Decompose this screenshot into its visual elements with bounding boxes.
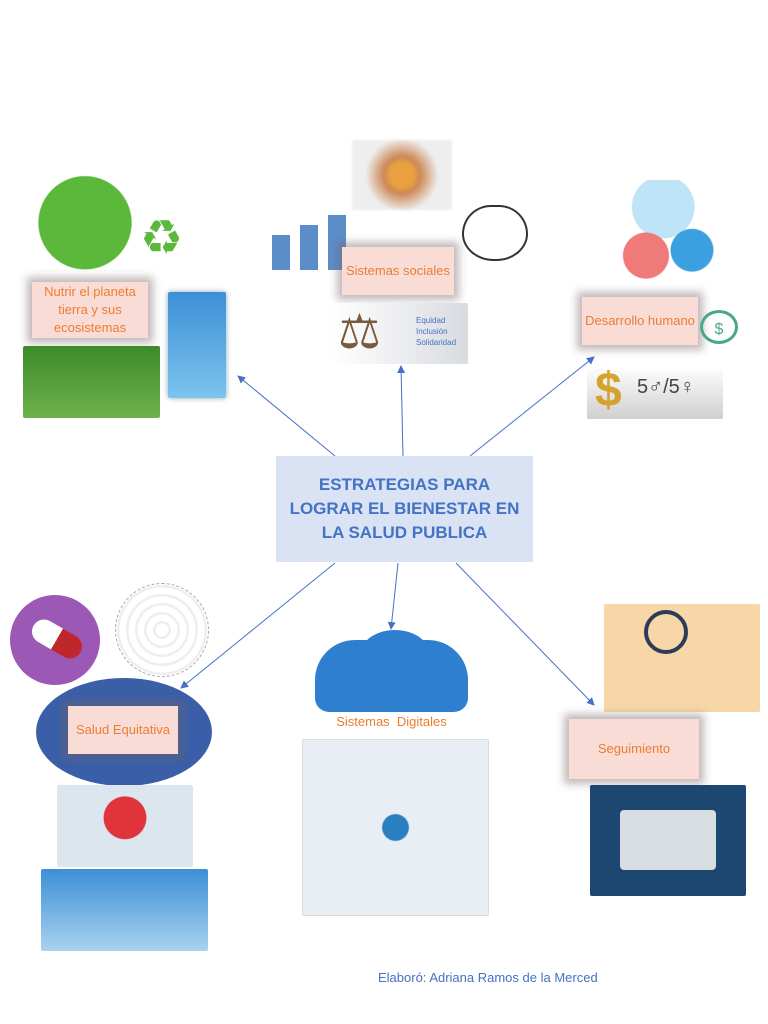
health-icons-circle-image (115, 583, 209, 677)
node-desarrollo-label: Desarrollo humano (585, 313, 695, 328)
magnifier-office-image (604, 604, 760, 712)
digital-cloud-top (360, 630, 430, 680)
node-nutrir: Nutrir el planeta tierra y sus ecosistem… (32, 282, 148, 338)
magnifier-icon (644, 610, 688, 654)
heart-family-image (57, 785, 193, 867)
gold-dollar-icon: $ (595, 364, 622, 417)
equal-pay-image: $ 5♂/5♀ (587, 364, 723, 419)
pill-capsule-icon (10, 595, 100, 685)
node-salud: Salud Equitativa (68, 706, 178, 754)
arrow-seguimiento (455, 562, 595, 706)
arrow-sociales (397, 365, 406, 457)
people-podium-icon (268, 205, 350, 270)
node-nutrir-label: Nutrir el planeta tierra y sus ecosistem… (44, 284, 136, 335)
node-sociales: Sistemas sociales (342, 247, 454, 295)
finance-growth-image (600, 180, 715, 288)
recycle-icon: ♻ (140, 212, 184, 265)
green-city-hand-image (23, 346, 160, 418)
arrow-salud (180, 562, 336, 689)
scales-justice-image: ⚖ Equidad Inclusión Solidaridad (332, 303, 468, 364)
node-seguimiento-label: Seguimiento (597, 741, 671, 756)
hands-circle-image (352, 140, 452, 210)
scales-word-equidad: Equidad (416, 316, 446, 325)
node-seguimiento: Seguimiento (569, 719, 699, 779)
node-salud-label: Salud Equitativa (76, 722, 170, 737)
node-digitales-label: Sistemas Digitales (336, 714, 447, 729)
author-credit: Elaboró: Adriana Ramos de la Merced (378, 970, 598, 985)
equal-pay-text: 5♂/5♀ (637, 376, 695, 398)
water-drop-earth-image (168, 292, 226, 398)
handshake-icon (462, 205, 528, 261)
node-desarrollo: Desarrollo humano (582, 297, 698, 345)
central-topic-title: ESTRATEGIAS PARA LOGRAR EL BIENESTAR EN … (289, 475, 520, 542)
meeting-table-image (590, 785, 746, 896)
central-topic: ESTRATEGIAS PARA LOGRAR EL BIENESTAR EN … (276, 456, 533, 562)
arrow-desarrollo (469, 356, 595, 457)
green-earth-sprout-image (32, 135, 138, 270)
digital-people-network-image (302, 739, 489, 916)
dollar-gear-icon: $ (700, 310, 738, 344)
arrow-digitales (387, 562, 399, 630)
arrow-nutrir (237, 375, 336, 457)
scales-word-solidaridad: Solidaridad (416, 338, 457, 347)
node-sociales-label: Sistemas sociales (345, 263, 451, 278)
scales-word-inclusion: Inclusión (416, 327, 448, 336)
hospital-doctors-image (41, 869, 208, 951)
scales-icon: ⚖ (338, 306, 382, 359)
